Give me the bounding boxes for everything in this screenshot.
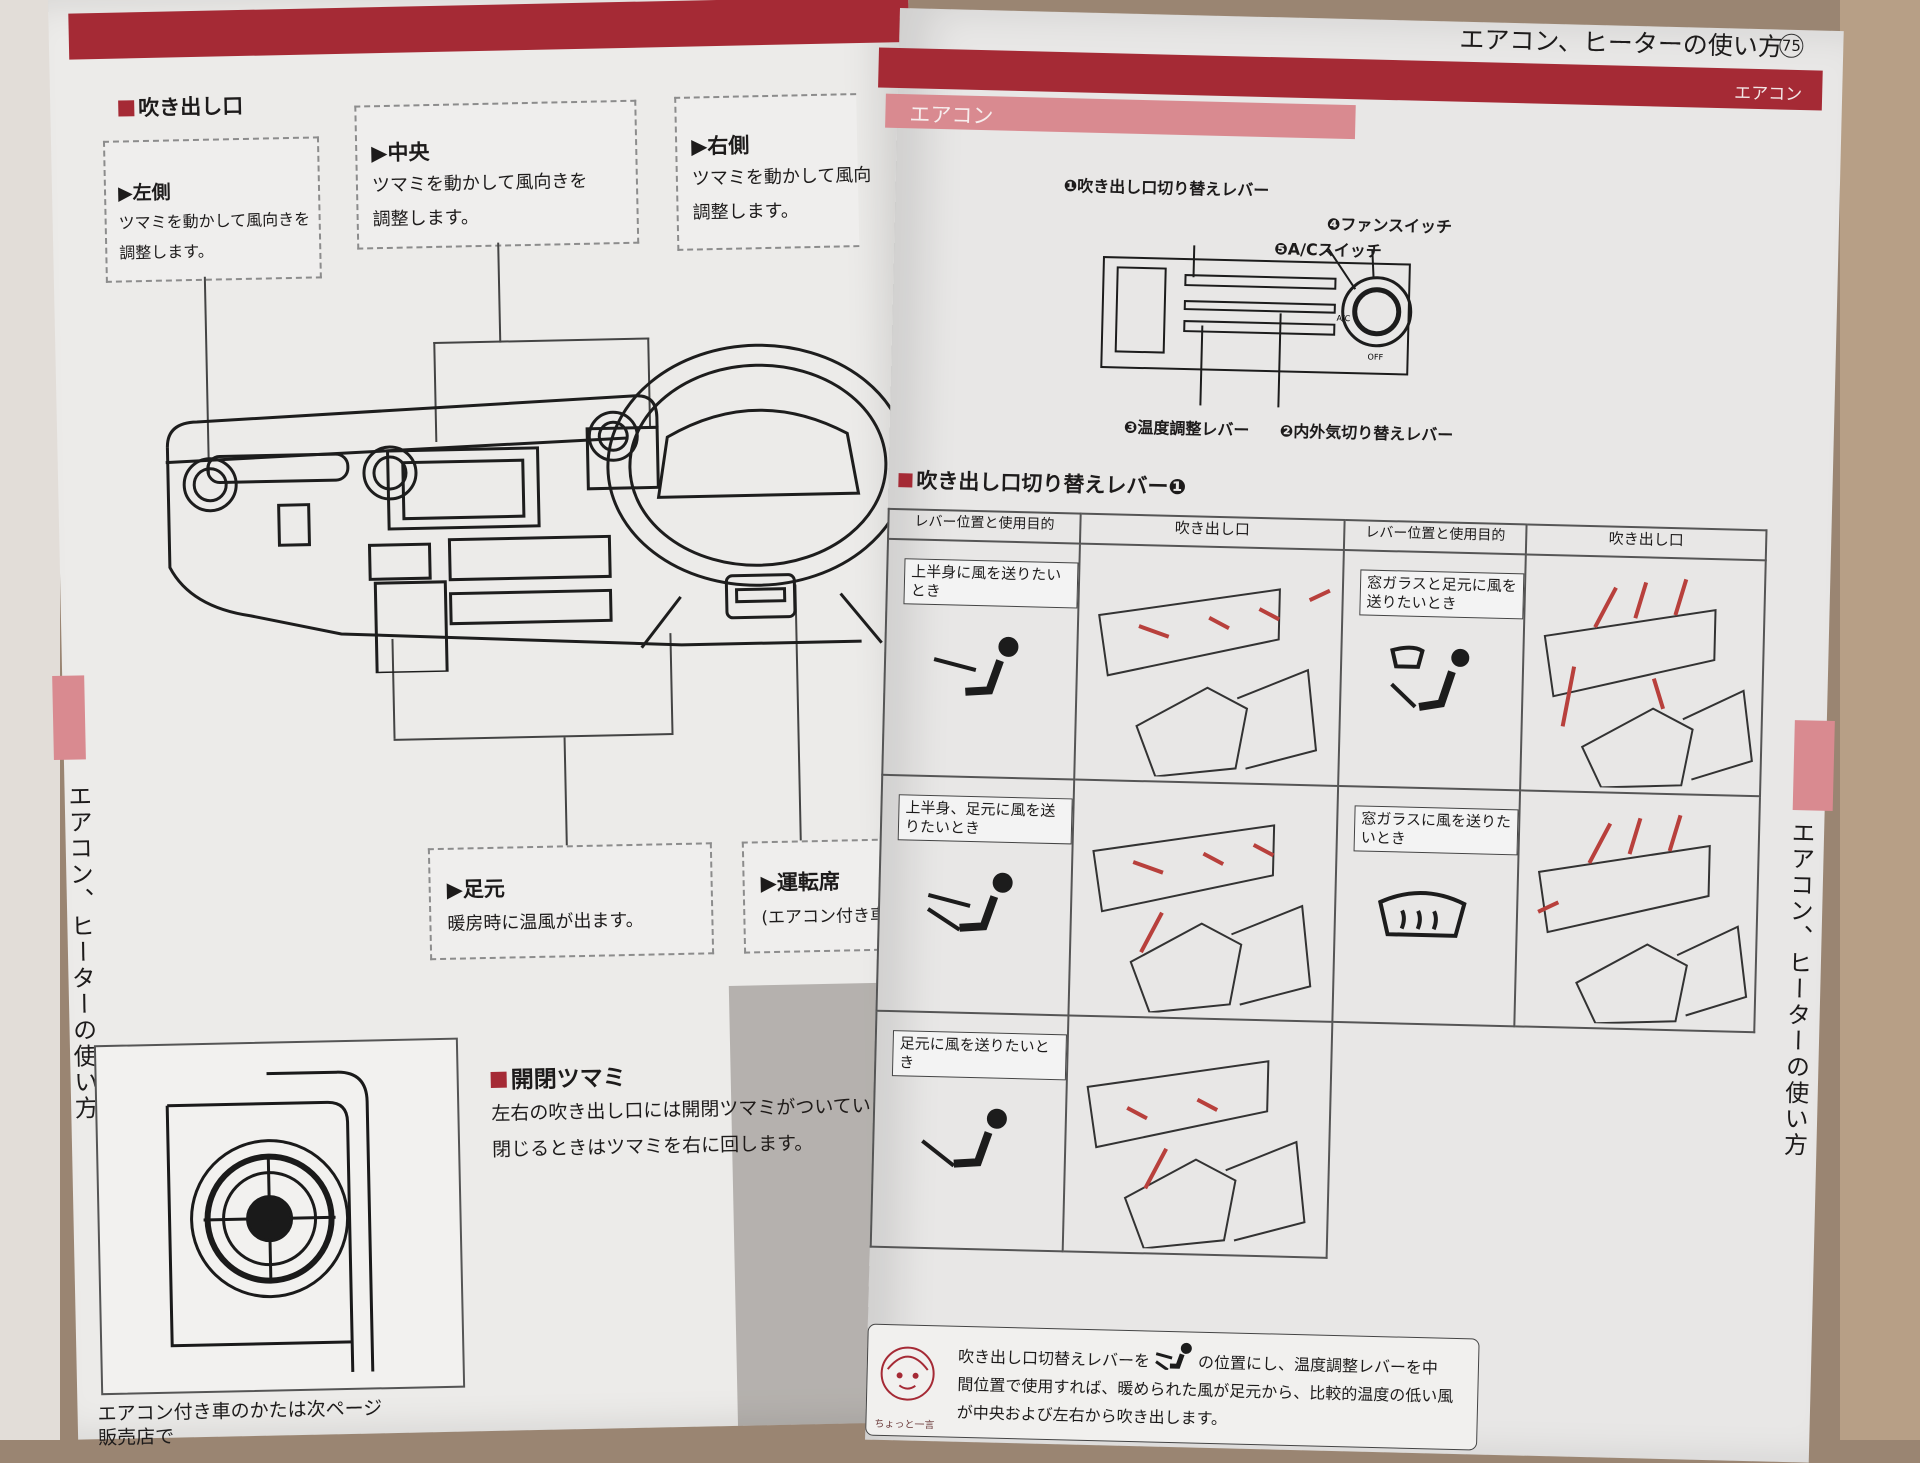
section-square-icon bbox=[898, 473, 913, 488]
vent-knob-illustration bbox=[165, 1070, 375, 1372]
dashboard-illustration bbox=[165, 343, 910, 675]
page-number: 75 bbox=[1779, 33, 1804, 59]
defrost-icon bbox=[1377, 891, 1467, 938]
airflow-bilevel-illustration bbox=[1092, 824, 1312, 1014]
airflow-defrost-illustration bbox=[1537, 814, 1748, 1025]
control-panel-diagram: A/C OFF bbox=[1100, 242, 1413, 408]
leader-foot-h bbox=[393, 733, 674, 741]
underlying-page bbox=[0, 0, 60, 1440]
table-title: 吹き出し口切り替えレバー❶ bbox=[898, 464, 1186, 501]
section-square-icon bbox=[118, 100, 135, 117]
tip-box: ちょっと一言 吹き出し口切替えレバーを の位置にし、温度調整レバーを中 間位置で… bbox=[865, 1323, 1480, 1451]
table-row: 足元に風を送りたいとき bbox=[870, 1010, 1755, 1269]
callout-right: ▶右側 ツマミを動かして風向 調整します。 bbox=[674, 93, 872, 251]
right-page: エアコン、ヒーターの使い方 75 エアコン エアコン ❶吹き出し口切り替えレバー… bbox=[865, 8, 1844, 1463]
section-band: エアコン bbox=[885, 93, 1356, 140]
side-tab-marker-left bbox=[52, 675, 86, 761]
table-surface bbox=[1840, 0, 1920, 1440]
svg-text:A/C: A/C bbox=[1336, 314, 1350, 323]
airflow-foot-illustration bbox=[1086, 1060, 1306, 1250]
callout-left: ▶左側 ツマミを動かして風向きを 調整します。 bbox=[102, 136, 322, 283]
knob-title: 開閉ツマミ bbox=[490, 1058, 626, 1095]
vent-foot-icon bbox=[921, 1108, 1007, 1168]
defrost-foot-icon bbox=[1390, 645, 1470, 711]
table-row: 上半身に風を送りたいとき 窓ガラスと足元に風を送りたいとき bbox=[882, 538, 1766, 797]
callout-foot: ▶足元 暖房時に温風が出ます。 bbox=[427, 842, 715, 961]
knob-detail-figure bbox=[93, 1037, 466, 1396]
side-tab-marker-right bbox=[1792, 720, 1835, 812]
vent-bilevel-inline-icon bbox=[1155, 1342, 1192, 1371]
vent-face-icon bbox=[933, 636, 1019, 696]
airflow-defrost-foot-illustration bbox=[1543, 578, 1753, 789]
airflow-face-illustration bbox=[1098, 588, 1331, 778]
leader-center bbox=[497, 242, 502, 343]
leader-foot bbox=[563, 737, 568, 846]
advisor-face-icon bbox=[880, 1346, 935, 1401]
table-row: 上半身、足元に風を送りたいとき 窓ガラスに風を送りたいとき bbox=[876, 774, 1760, 1033]
section-title-vents: 吹き出し口 bbox=[118, 90, 244, 123]
lever-table: レバー位置と使用目的 吹き出し口 レバー位置と使用目的 吹き出し口 上半身に風を… bbox=[870, 508, 1768, 1269]
callout-center: ▶中央 ツマミを動かして風向きを 調整します。 bbox=[354, 99, 640, 250]
svg-text:OFF: OFF bbox=[1368, 353, 1384, 362]
header-band-left bbox=[68, 0, 910, 60]
vent-face-foot-icon bbox=[926, 872, 1013, 932]
section-square-icon bbox=[490, 1071, 507, 1088]
left-page: 吹き出し口 ▶左側 ツマミを動かして風向きを 調整します。 ▶中央 ツマミを動か… bbox=[48, 0, 938, 1449]
